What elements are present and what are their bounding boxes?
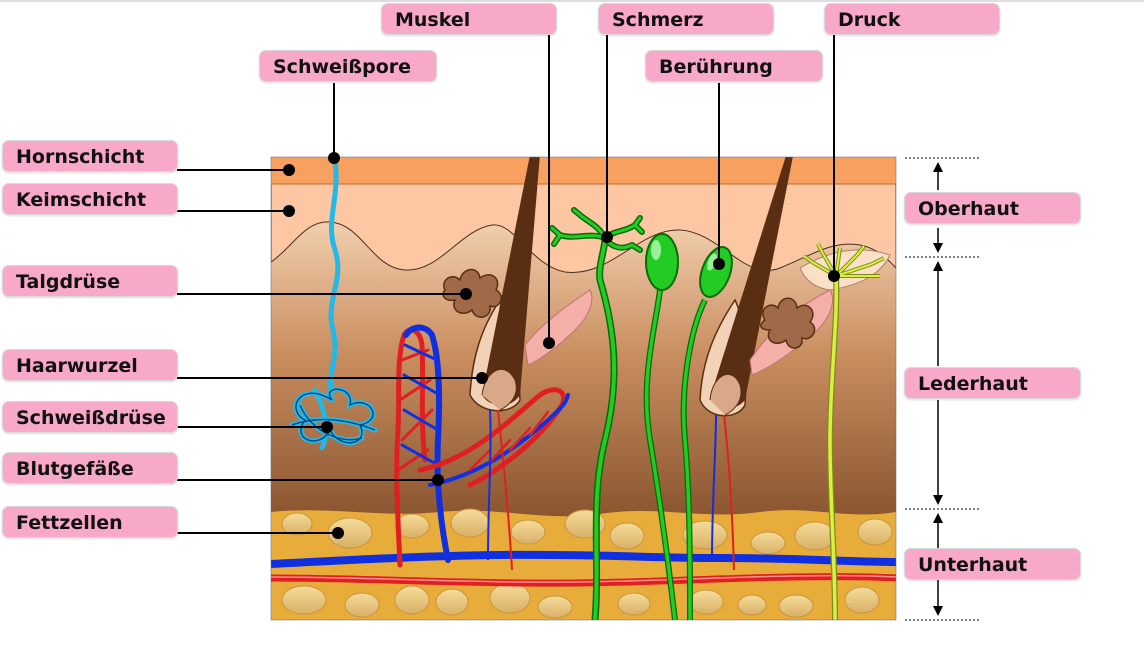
pressure-receptor: [799, 243, 891, 620]
label-keimschicht: Keimschicht: [2, 183, 178, 215]
layer-brackets: [905, 157, 980, 621]
label-schweissdruese: Schweißdrüse: [2, 401, 178, 433]
label-lederhaut: Lederhaut: [904, 367, 1081, 399]
leader-dots: [283, 152, 840, 539]
blood-vessel-network: [394, 324, 570, 568]
label-haarwurzel: Haarwurzel: [2, 349, 178, 381]
label-druck: Druck: [824, 3, 1000, 35]
label-blutgefaesse: Blutgefäße: [2, 452, 178, 484]
artery-horizontal: [271, 573, 896, 587]
hornschicht-layer: [271, 157, 896, 184]
label-schweisspore: Schweißpore: [259, 50, 437, 82]
muscle-left: [524, 289, 593, 366]
label-talgdruese: Talgdrüse: [2, 265, 178, 297]
label-oberhaut: Oberhaut: [904, 192, 1081, 224]
label-hornschicht: Hornschicht: [2, 140, 178, 172]
label-fettzellen: Fettzellen: [2, 506, 178, 538]
pain-nerve: [549, 207, 645, 620]
label-beruehrung: Berührung: [645, 50, 823, 82]
touch-receptors: [643, 233, 733, 620]
leader-lines: [177, 35, 835, 534]
vein-horizontal: [271, 550, 896, 568]
label-muskel: Muskel: [381, 3, 557, 35]
hair-follicle-right: [699, 157, 793, 571]
sebaceous-gland-left: [442, 268, 502, 318]
label-schmerz: Schmerz: [598, 3, 774, 35]
label-unterhaut: Unterhaut: [904, 548, 1081, 580]
lederhaut-layer: [271, 221, 896, 517]
keimschicht-layer: [271, 182, 896, 273]
sebaceous-gland-right: [760, 297, 816, 349]
